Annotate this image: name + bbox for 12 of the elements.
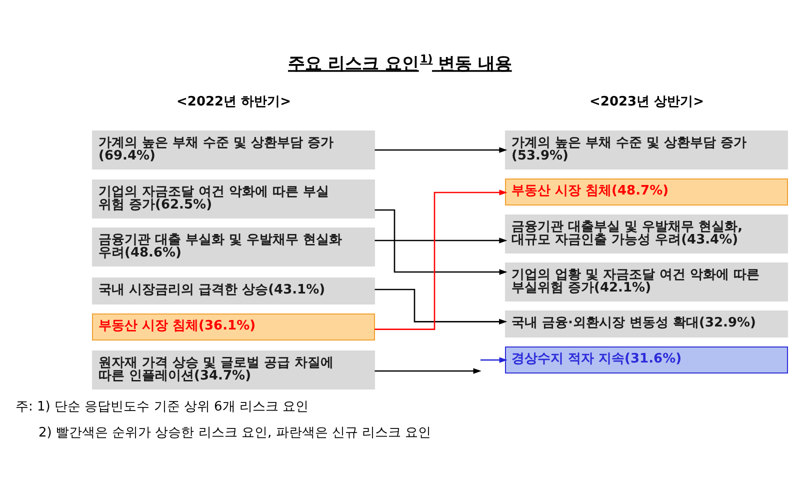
- arrow: [374, 189, 508, 330]
- arrow: [480, 356, 508, 362]
- label: <2022년 하반기>: [176, 94, 291, 109]
- label: 주: 1) 단순 응답빈도수 기준 상위 6개 리스크 요인: [16, 398, 309, 414]
- label: <2023년 상반기>: [590, 94, 704, 109]
- diagram-title: 주요 리스크 요인$^{1)}$ 변동 내용: [288, 52, 512, 74]
- arrow: [374, 237, 508, 243]
- label: 2) 빨간색은 순위가 상승한 리스크 요인, 파란색은 신규 리스크 요인: [38, 424, 432, 440]
- arrow: [374, 368, 482, 374]
- arrow: [374, 146, 508, 152]
- arrow: [374, 208, 508, 274]
- arrow: [374, 288, 508, 324]
